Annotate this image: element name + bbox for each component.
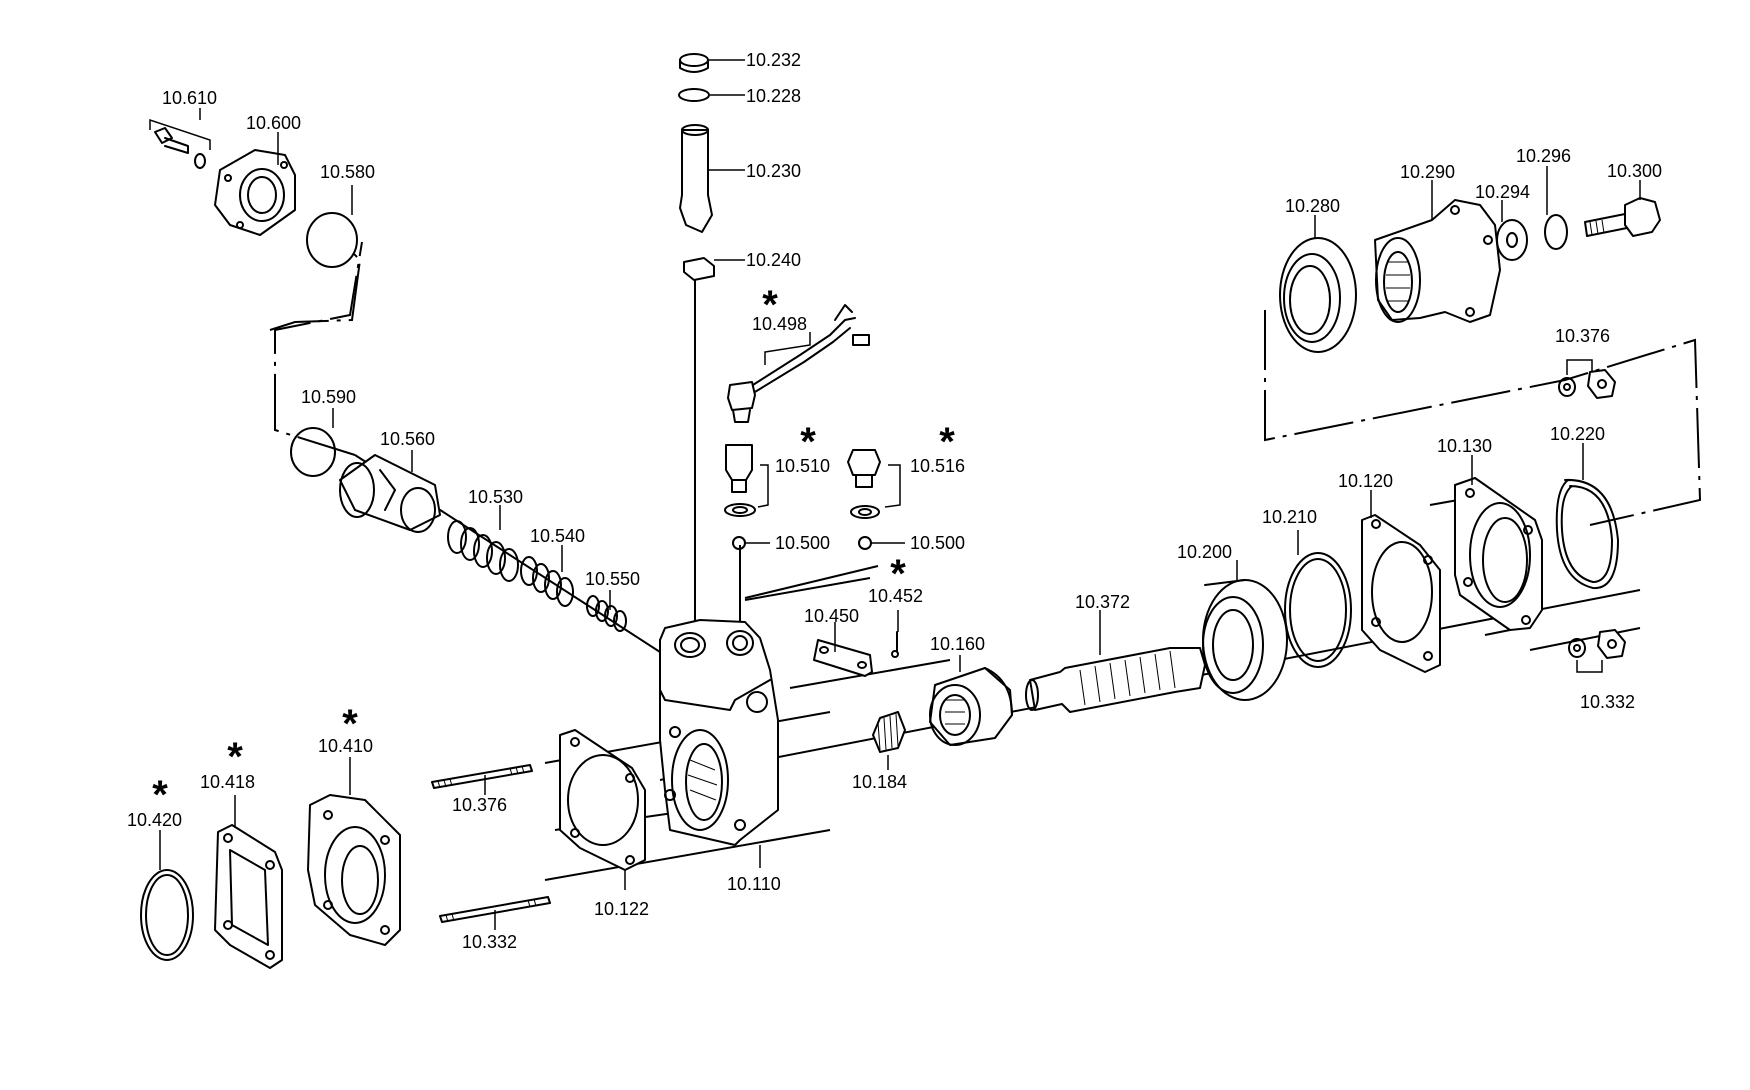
label-10-376-left: 10.376	[452, 795, 507, 815]
label-10-590: 10.590	[301, 387, 356, 407]
label-10-210: 10.210	[1262, 507, 1317, 527]
label-10-228: 10.228	[746, 86, 801, 106]
star-marker-10-452: *	[890, 552, 906, 596]
part-10-184-needle-bearing	[872, 711, 906, 753]
star-marker-10-410: *	[342, 702, 358, 746]
part-10-290-output-flange	[1374, 199, 1501, 323]
part-labels: 10.232 10.228 10.230 10.240 10.498 10.51…	[127, 50, 1662, 952]
part-10-530-spring	[447, 520, 519, 582]
part-10-420-o-ring-inner	[145, 874, 189, 956]
part-10-220-snap-ring-inner	[1560, 485, 1613, 583]
part-10-110-housing	[659, 619, 779, 846]
label-10-560: 10.560	[380, 429, 435, 449]
label-10-232: 10.232	[746, 50, 801, 70]
label-10-510: 10.510	[775, 456, 830, 476]
label-10-294: 10.294	[1475, 182, 1530, 202]
part-10-452-screw	[891, 631, 899, 658]
label-10-376-right: 10.376	[1555, 326, 1610, 346]
part-10-160-bearing-sleeve	[929, 667, 1013, 746]
label-10-332-left: 10.332	[462, 932, 517, 952]
star-marker-10-516: *	[939, 420, 955, 464]
label-10-516: 10.516	[910, 456, 965, 476]
label-10-540: 10.540	[530, 526, 585, 546]
star-marker-10-510: *	[800, 420, 816, 464]
label-10-452: 10.452	[868, 586, 923, 606]
part-10-120-gasket	[1361, 514, 1441, 673]
label-10-550: 10.550	[585, 569, 640, 589]
part-10-410-flange	[307, 794, 401, 946]
star-marker-10-498: *	[762, 283, 778, 327]
label-10-230: 10.230	[746, 161, 801, 181]
star-marker-10-420: *	[152, 773, 168, 817]
label-10-450: 10.450	[804, 606, 859, 626]
label-10-200: 10.200	[1177, 542, 1232, 562]
part-10-232-cap	[679, 53, 709, 73]
label-10-130: 10.130	[1437, 436, 1492, 456]
part-10-332-washer-nut	[1568, 629, 1626, 673]
part-10-296-o-ring	[1544, 214, 1568, 250]
label-10-500-right: 10.500	[910, 533, 965, 553]
part-10-210-snap-ring	[1284, 552, 1352, 668]
label-10-332-right: 10.332	[1580, 692, 1635, 712]
part-10-540-spring	[520, 556, 574, 607]
part-10-600-cover	[214, 149, 296, 236]
label-10-220: 10.220	[1550, 424, 1605, 444]
label-10-610: 10.610	[162, 88, 217, 108]
part-10-516-plug	[847, 449, 901, 550]
part-10-510-switch	[724, 444, 769, 550]
label-10-500-left: 10.500	[775, 533, 830, 553]
label-10-530: 10.530	[468, 487, 523, 507]
part-10-280-shaft-seal	[1279, 237, 1357, 353]
label-10-120: 10.120	[1338, 471, 1393, 491]
dash-dot-loops	[269, 241, 1702, 526]
part-10-498-wiring-harness	[727, 304, 870, 423]
label-10-300: 10.300	[1607, 161, 1662, 181]
label-10-184: 10.184	[852, 772, 907, 792]
label-10-296: 10.296	[1516, 146, 1571, 166]
star-marker-10-418: *	[227, 735, 243, 779]
part-10-418-gasket	[214, 824, 283, 969]
part-10-550-spring	[586, 595, 627, 632]
part-10-372-shaft	[1025, 647, 1206, 713]
part-10-210-snap-ring-inner	[1289, 558, 1347, 662]
part-10-450-plate	[813, 639, 873, 677]
part-10-420-o-ring	[140, 869, 194, 961]
part-10-200-ball-bearing	[1202, 579, 1288, 701]
label-10-420: 10.420	[127, 810, 182, 830]
label-10-110: 10.110	[727, 874, 781, 894]
part-10-220-snap-ring	[1555, 478, 1619, 590]
label-10-372: 10.372	[1075, 592, 1130, 612]
part-10-122-gasket	[559, 729, 646, 871]
part-10-230-shift-rod	[679, 124, 713, 233]
label-10-290: 10.290	[1400, 162, 1455, 182]
part-10-580-o-ring	[306, 212, 358, 268]
part-10-560-piston	[339, 454, 441, 533]
label-10-498: 10.498	[752, 314, 807, 334]
part-10-228-washer	[678, 88, 710, 102]
label-10-160: 10.160	[930, 634, 985, 654]
leader-lines	[159, 59, 1641, 930]
label-10-580: 10.580	[320, 162, 375, 182]
label-10-418: 10.418	[200, 772, 255, 792]
part-10-590-o-ring	[290, 427, 336, 477]
part-10-130-bearing-cover	[1454, 477, 1543, 631]
part-10-376-stud	[431, 764, 533, 789]
part-10-610-bolt	[149, 118, 211, 169]
part-10-294-washer	[1496, 219, 1528, 261]
part-10-332-stud	[439, 896, 551, 923]
label-10-122: 10.122	[594, 899, 649, 919]
label-10-600: 10.600	[246, 113, 301, 133]
label-10-240: 10.240	[746, 250, 801, 270]
label-10-410: 10.410	[318, 736, 373, 756]
part-10-300-bolt	[1584, 197, 1661, 237]
part-10-376-washer-nut	[1558, 359, 1616, 399]
part-10-240-slide-block	[683, 257, 715, 281]
label-10-280: 10.280	[1285, 196, 1340, 216]
